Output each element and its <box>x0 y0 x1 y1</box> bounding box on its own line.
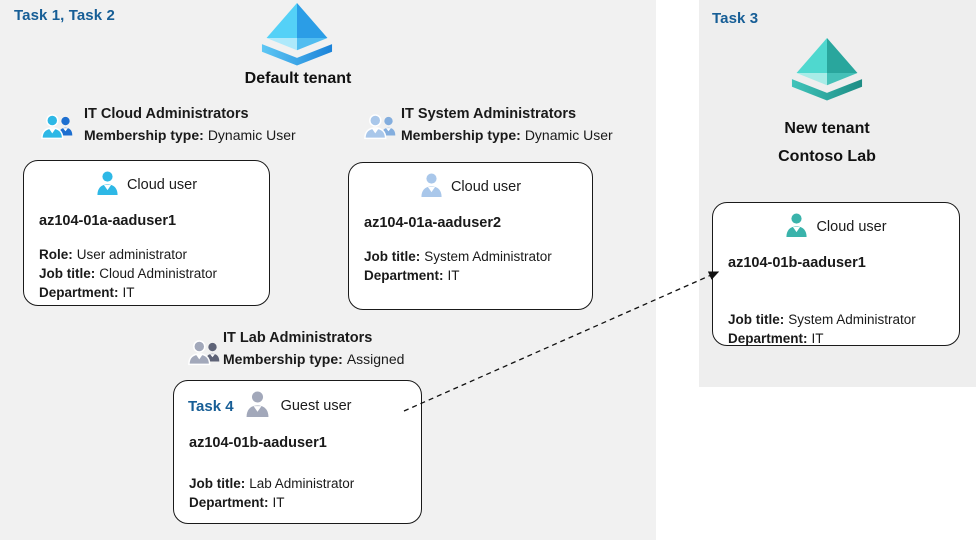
field-row: Job title:System Administrator <box>364 247 592 266</box>
field-label: Role: <box>39 247 73 262</box>
group-name: IT Cloud Administrators <box>84 106 249 122</box>
field-row: Department:IT <box>39 283 269 302</box>
field-value: System Administrator <box>788 312 916 327</box>
field-row: Department:IT <box>728 329 959 348</box>
azure-ad-tenant-icon <box>260 3 334 72</box>
user-fields: Job title:System Administrator Departmen… <box>364 247 592 285</box>
user-type-label: Guest user <box>280 398 352 414</box>
field-label: Department: <box>39 285 119 300</box>
group-lab-admins: IT Lab Administrators Membership type:As… <box>223 330 404 367</box>
membership-type-value: Dynamic User <box>524 127 613 143</box>
user-type-label: Cloud user <box>816 219 887 235</box>
field-label: Job title: <box>364 249 421 264</box>
username: az104-01b-aaduser1 <box>728 255 866 271</box>
task-1-2-label: Task 1, Task 2 <box>14 7 115 24</box>
membership-type-label: Membership type: <box>223 351 343 367</box>
user-fields: Role:User administrator Job title:Cloud … <box>39 245 269 302</box>
field-label: Job title: <box>728 312 785 327</box>
user-card-aaduser2: Cloud user az104-01a-aaduser2 Job title:… <box>348 162 593 310</box>
field-value: IT <box>447 268 460 283</box>
field-label: Department: <box>728 331 808 346</box>
membership-type-value: Assigned <box>346 351 405 367</box>
field-value: IT <box>272 495 285 510</box>
username: az104-01b-aaduser1 <box>189 435 327 451</box>
field-row: Department:IT <box>189 493 421 512</box>
guest-user-icon <box>245 390 270 422</box>
new-tenant-user-card: Cloud user az104-01b-aaduser1 Job title:… <box>712 202 960 346</box>
membership-type-label: Membership type: <box>84 127 204 143</box>
field-value: IT <box>122 285 135 300</box>
group-name: IT Lab Administrators <box>223 330 373 346</box>
card-header: Cloud user <box>349 172 592 202</box>
field-value: Lab Administrator <box>249 476 355 491</box>
field-row: Job title:System Administrator <box>728 310 959 329</box>
field-label: Department: <box>364 268 444 283</box>
card-header: Task 4 Guest user <box>174 390 421 422</box>
cloud-user-icon <box>420 172 443 202</box>
group-cloud-admins: IT Cloud Administrators Membership type:… <box>84 106 296 143</box>
cloud-user-icon <box>785 212 808 242</box>
field-value: Cloud Administrator <box>99 266 218 281</box>
username: az104-01a-aaduser2 <box>364 215 502 231</box>
user-fields: Job title:System Administrator Departmen… <box>728 310 959 348</box>
field-value: IT <box>811 331 824 346</box>
user-type-label: Cloud user <box>450 179 522 195</box>
default-tenant-panel: Task 1, Task 2 Default tenant <box>0 0 656 540</box>
group-people-icon <box>40 112 74 148</box>
membership-type-value: Dynamic User <box>207 127 296 143</box>
group-people-icon <box>363 112 397 148</box>
group-people-icon <box>187 338 221 374</box>
task-3-label: Task 3 <box>712 10 759 27</box>
field-value: System Administrator <box>424 249 552 264</box>
field-label: Department: <box>189 495 269 510</box>
field-label: Job title: <box>189 476 246 491</box>
user-type-label: Cloud user <box>126 177 198 193</box>
username: az104-01a-aaduser1 <box>39 213 177 229</box>
field-row: Job title:Lab Administrator <box>189 474 421 493</box>
card-header: Cloud user <box>713 212 959 242</box>
group-membership: Membership type:Dynamic User <box>401 127 613 143</box>
default-tenant-title: Default tenant <box>244 70 352 87</box>
field-row: Department:IT <box>364 266 592 285</box>
field-value: User administrator <box>76 247 188 262</box>
group-membership: Membership type:Assigned <box>223 351 404 367</box>
cloud-user-icon <box>96 170 119 200</box>
new-tenant-title-line1: New tenant <box>784 120 870 137</box>
new-tenant-title-line2: Contoso Lab <box>778 148 876 165</box>
field-label: Job title: <box>39 266 96 281</box>
field-row: Job title:Cloud Administrator <box>39 264 269 283</box>
group-membership: Membership type:Dynamic User <box>84 127 296 143</box>
membership-type-label: Membership type: <box>401 127 521 143</box>
field-row: Role:User administrator <box>39 245 269 264</box>
group-system-admins: IT System Administrators Membership type… <box>401 106 613 143</box>
user-fields: Job title:Lab Administrator Department:I… <box>189 474 421 512</box>
guest-user-card: Task 4 Guest user az104-01b-aaduser1 Job… <box>173 380 422 524</box>
card-header: Cloud user <box>24 170 269 200</box>
user-card-aaduser1: Cloud user az104-01a-aaduser1 Role:User … <box>23 160 270 306</box>
group-name: IT System Administrators <box>401 106 577 122</box>
azure-ad-new-tenant-icon <box>790 38 864 107</box>
task-4-label: Task 4 <box>188 397 234 415</box>
